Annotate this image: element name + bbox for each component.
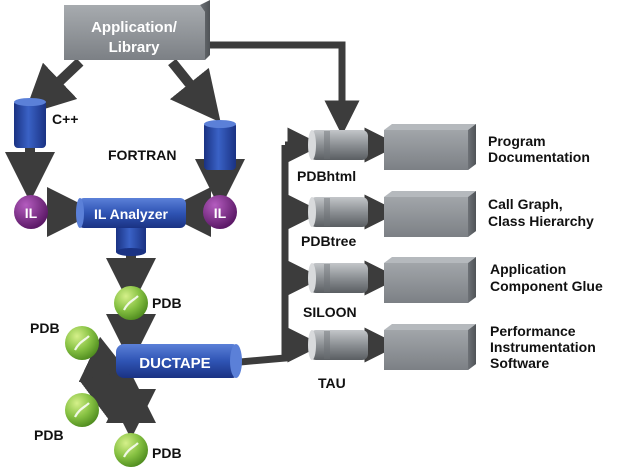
- output-1-line-2: Documentation: [488, 149, 590, 165]
- pdb-left-bottom-node: PDB: [34, 393, 99, 443]
- output-4-line-3: Software: [490, 355, 549, 371]
- output-2-line-1: Call Graph,: [488, 196, 563, 212]
- pdb-bottom-label: PDB: [152, 445, 182, 461]
- tool-tau-label: TAU: [318, 375, 346, 391]
- tool-pdbtree-label: PDBtree: [301, 233, 356, 249]
- output-2-line-2: Class Hierarchy: [488, 213, 594, 229]
- output-4-line-2: Instrumentation: [490, 339, 596, 355]
- tool-pdbhtml: PDBhtml: [297, 130, 368, 184]
- arrow-source-to-pdbhtml: [205, 41, 360, 136]
- pdb-bottom-node: PDB: [114, 433, 182, 467]
- il-right-label: IL: [214, 205, 227, 221]
- il-analyzer-label: IL Analyzer: [94, 206, 168, 222]
- output-1-line-1: Program: [488, 133, 546, 149]
- output-box-4: Performance Instrumentation Software: [384, 323, 596, 371]
- ductape-node: DUCTAPE: [116, 344, 242, 378]
- tool-siloon: SILOON: [303, 263, 368, 320]
- tool-tau: TAU: [308, 330, 368, 391]
- il-right-node: IL: [203, 195, 237, 229]
- pdb-left-top-node: PDB: [30, 320, 99, 360]
- tool-siloon-label: SILOON: [303, 304, 357, 320]
- ductape-label: DUCTAPE: [139, 355, 210, 372]
- output-box-3: Application Component Glue: [384, 257, 603, 303]
- output-3-line-1: Application: [490, 261, 566, 277]
- tool-pdbtree: PDBtree: [301, 197, 368, 249]
- output-box-2: Call Graph, Class Hierarchy: [384, 191, 594, 237]
- fortran-frontend: FORTRAN: [108, 120, 236, 170]
- tool-pdbhtml-label: PDBhtml: [297, 168, 356, 184]
- arrow-pdb-left-top-to-ductape: [78, 336, 135, 382]
- output-4-line-1: Performance: [490, 323, 576, 339]
- source-label-1: Application/: [91, 19, 178, 36]
- arrow-source-to-fortran: [168, 58, 221, 123]
- connectors: [5, 41, 400, 439]
- output-box-1: Program Documentation: [384, 124, 590, 170]
- arrow-pdb-left-bottom-to-ductape: [79, 370, 134, 420]
- il-left-label: IL: [25, 205, 38, 221]
- pdb-left-top-label: PDB: [30, 320, 60, 336]
- source-box: Application/ Library: [64, 0, 210, 60]
- source-label-2: Library: [109, 39, 161, 56]
- cpp-frontend: C++: [14, 98, 78, 148]
- arrow-source-to-cpp: [23, 58, 84, 116]
- pdb-left-bottom-label: PDB: [34, 427, 64, 443]
- trunk-line: [239, 145, 289, 366]
- pdb-main-node: PDB: [114, 286, 182, 320]
- il-left-node: IL: [14, 195, 48, 229]
- cpp-label: C++: [52, 111, 78, 127]
- output-3-line-2: Component Glue: [490, 278, 603, 294]
- fortran-label: FORTRAN: [108, 147, 176, 163]
- pdb-main-label: PDB: [152, 295, 182, 311]
- il-analyzer: IL Analyzer: [76, 198, 186, 256]
